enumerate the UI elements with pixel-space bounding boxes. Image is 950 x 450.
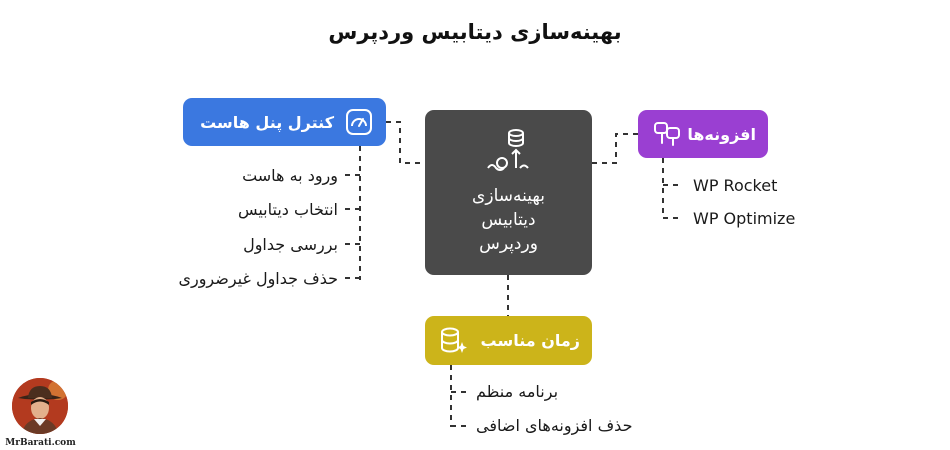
timing-box: زمان مناسب (425, 316, 592, 365)
control-panel-label: کنترل پنل هاست (200, 112, 334, 132)
database-sparkle-icon (425, 325, 469, 357)
center-label-line-3: وردپرس (479, 234, 538, 254)
control-item-2: انتخاب دیتابیس (237, 200, 338, 219)
control-item-4: حذف جداول غیرضروری (178, 269, 338, 288)
control-item-1: ورود به هاست (242, 166, 338, 185)
avatar (12, 378, 68, 434)
plugins-box: افزونه‌ها (638, 110, 768, 158)
timing-item-1: برنامه منظم (476, 382, 559, 401)
plugins-item-1: WP Rocket (693, 176, 778, 195)
database-gear-icon (484, 126, 534, 174)
plugin-icon (644, 118, 684, 150)
plugins-item-2: WP Optimize (693, 209, 796, 228)
plugins-label: افزونه‌ها (687, 124, 756, 144)
center-label-line-1: بهینه‌سازی (472, 186, 545, 206)
center-label-line-2: دیتابیس (481, 210, 536, 230)
timing-label: زمان مناسب (480, 331, 580, 350)
connector-plugins-center (592, 133, 638, 164)
connector-control-center (386, 121, 425, 164)
control-item-3: بررسی جداول (243, 235, 338, 254)
control-panel-box: کنترل پنل هاست (183, 98, 386, 146)
watermark-text: MrBarati.com (5, 438, 76, 448)
diagram-title: بهینه‌سازی دیتابیس وردپرس (328, 20, 622, 44)
center-topic-box: بهینه‌سازی دیتابیس وردپرس (425, 110, 592, 275)
timing-item-2: حذف افزونه‌های اضافی (476, 416, 633, 435)
gauge-icon (344, 107, 374, 137)
avatar-cowboy-icon (12, 378, 68, 434)
